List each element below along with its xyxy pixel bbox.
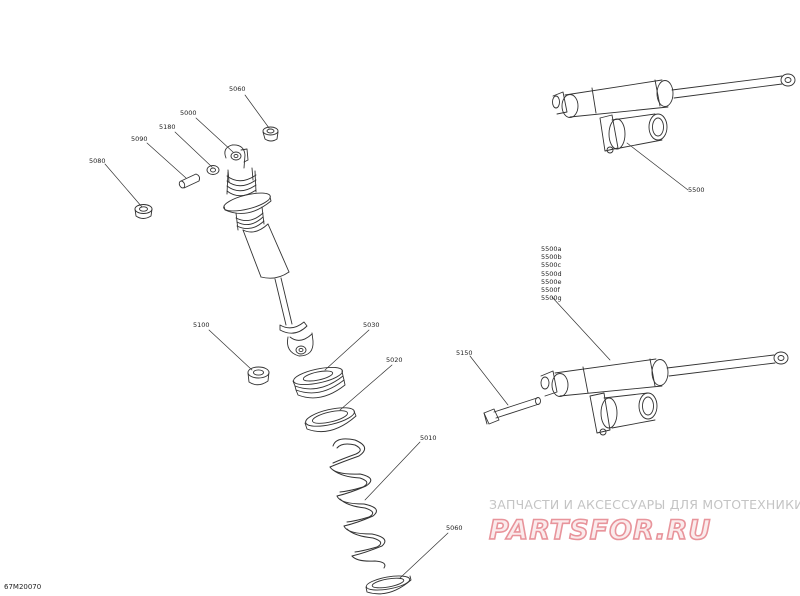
part-5060-top-bushing [262,126,279,142]
label-5100: 5100 [193,321,210,329]
variant-label: 5500b [541,253,562,262]
part-5100-bushing [247,366,270,386]
variant-label: 5500a [541,245,562,253]
part-5010-coil-spring [329,438,386,569]
variant-list: 5500a 5500b 5500c 5500d 5500e 5500f 5500… [541,245,562,302]
part-5150-bolt [483,397,541,425]
part-5020-seat-ring [304,407,357,433]
variant-label: 5500c [541,261,562,270]
label-5500: 5500 [688,186,705,194]
part-5500-lower-assembly [540,351,789,436]
variant-label: 5500g [541,294,562,303]
variant-label: 5500d [541,269,562,278]
part-5030-retainer [292,366,346,399]
part-5060-bottom-seat [365,575,412,595]
label-5080: 5080 [89,157,106,165]
label-5180: 5180 [159,123,176,131]
watermark-tagline: ЗАПЧАСТИ И АКСЕССУАРЫ ДЛЯ МОТОТЕХНИКИ [489,497,800,512]
leader-lines [104,94,689,579]
label-5090: 5090 [131,135,148,143]
label-5060-top: 5060 [229,85,246,93]
label-5060-bottom: 5060 [446,524,463,532]
part-5000-shock-body [223,144,314,357]
variant-label: 5500e [541,277,562,286]
label-5030: 5030 [363,321,380,329]
label-5000: 5000 [180,109,197,117]
label-5010: 5010 [420,434,437,442]
part-5090-pin [178,173,201,189]
part-5500-upper-assembly [552,73,796,154]
part-5180-spacer [206,165,220,175]
variant-label: 5500f [541,286,560,295]
label-5150: 5150 [456,349,473,357]
svg-text:PARTSFOR.RU: PARTSFOR.RU [489,515,711,546]
label-5020: 5020 [386,356,403,364]
diagram-code: 67M20070 [4,583,42,591]
watermark-logo: PARTSFOR.RU PARTSFOR.RU [488,514,711,547]
part-5080-bushing [134,204,153,219]
svg-text:PARTSFOR.RU: PARTSFOR.RU [489,515,711,546]
